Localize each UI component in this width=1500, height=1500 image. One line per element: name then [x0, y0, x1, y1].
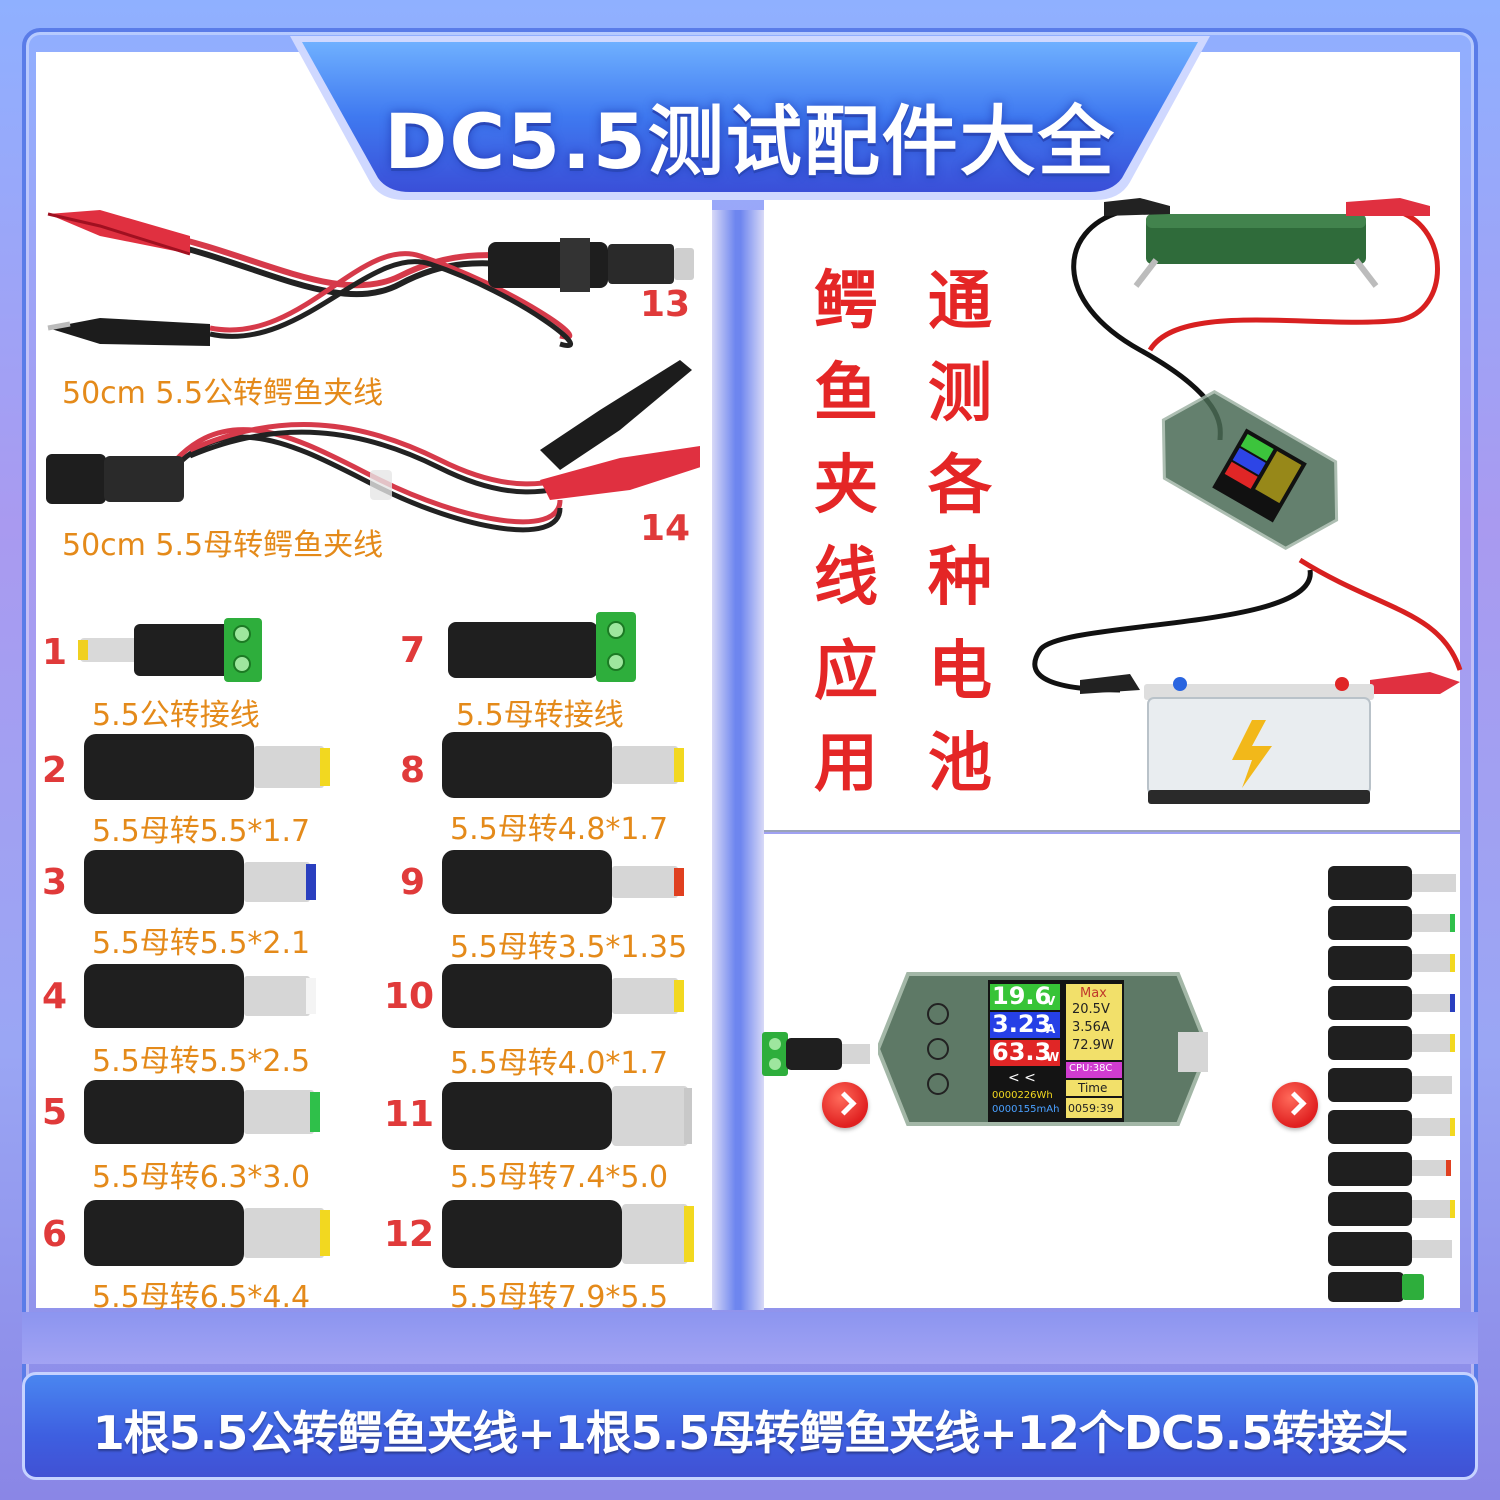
adapter-number-8: 8 [400, 750, 426, 791]
bottom-summary-text: 1根5.5公转鳄鱼夹线+1根5.5母转鳄鱼夹线+12个DC5.5转接头 [92, 1406, 1409, 1460]
usb-meter: 19.6 3.23 63.3 V A W Max 20.5V 3.56A 72.… [878, 944, 1208, 1154]
page-title: DC5.5测试配件大全 [384, 97, 1116, 186]
vertical-char: 用 [814, 727, 878, 801]
horizontal-divider [764, 830, 1460, 832]
vertical-char: 种 [928, 541, 992, 615]
adapter-9-image [442, 850, 684, 914]
adapter-2-image [84, 734, 330, 800]
meter-time-label: Time [1078, 1081, 1108, 1095]
vertical-char: 鳄 [814, 265, 878, 339]
adapter-label-2: 5.5母转5.5*1.7 [92, 814, 311, 849]
meter-arrows: < < [1008, 1070, 1036, 1086]
cable-label-13: 50cm 5.5公转鳄鱼夹线 [62, 376, 384, 411]
female-alligator-cable [46, 360, 700, 533]
adapter-label-10: 5.5母转4.0*1.7 [450, 1046, 669, 1081]
meter-body [878, 972, 1208, 1126]
vertical-char: 夹 [814, 449, 878, 523]
adapter-3-image [84, 850, 316, 914]
adapter-number-6: 6 [42, 1214, 68, 1255]
adapter-5-image [84, 1080, 320, 1144]
meter-cpu: CPU:38C [1069, 1063, 1113, 1074]
meter-power: 63.3 [992, 1038, 1052, 1066]
adapter-12-image [442, 1200, 694, 1268]
adapter-label-5: 5.5母转6.3*3.0 [92, 1160, 311, 1195]
title-banner: DC5.5测试配件大全 [290, 32, 1210, 208]
adapter-11-image [442, 1082, 692, 1150]
vertical-char: 测 [928, 357, 992, 431]
adapter-label-6: 5.5母转6.5*4.4 [92, 1280, 311, 1315]
cable-label-14: 50cm 5.5母转鳄鱼夹线 [62, 528, 384, 563]
cable-number-13: 13 [640, 284, 691, 325]
adapter-label-7: 5.5母转接线 [456, 698, 624, 733]
vertical-divider [712, 210, 764, 1310]
arrow-right-icon [1272, 1082, 1318, 1128]
meter-voltage: 19.6 [992, 982, 1052, 1010]
vertical-char: 线 [814, 541, 878, 615]
adapter-number-10: 10 [384, 976, 435, 1017]
adapter-number-2: 2 [42, 750, 68, 791]
meter-max-a: 3.56A [1072, 1020, 1110, 1035]
vertical-char: 鱼 [814, 357, 878, 431]
bottom-strip [22, 1312, 1478, 1364]
adapter-number-7: 7 [400, 630, 426, 671]
meter-max-label: Max [1080, 986, 1107, 1001]
adapter-number-12: 12 [384, 1214, 435, 1255]
adapter-number-9: 9 [400, 862, 426, 903]
adapter-label-8: 5.5母转4.8*1.7 [450, 812, 669, 847]
vertical-char: 通 [928, 265, 992, 339]
adapter-10-image [442, 964, 684, 1028]
adapter-4-image [84, 964, 316, 1028]
meter-mah: 0000155mAh [992, 1104, 1060, 1115]
arrow-right-icon [822, 1082, 868, 1128]
meter-voltage-unit: V [1046, 994, 1056, 1008]
vertical-char: 应 [814, 635, 878, 709]
adapter-label-9: 5.5母转3.5*1.35 [450, 930, 688, 965]
bottom-banner: 1根5.5公转鳄鱼夹线+1根5.5母转鳄鱼夹线+12个DC5.5转接头 [22, 1372, 1478, 1480]
meter-current: 3.23 [992, 1010, 1052, 1038]
adapter-label-4: 5.5母转5.5*2.5 [92, 1044, 311, 1079]
adapter-stack [1328, 866, 1456, 1302]
adapter-label-12: 5.5母转7.9*5.5 [450, 1280, 669, 1315]
adapter-6-image [84, 1200, 330, 1266]
adapter-number-3: 3 [42, 862, 68, 903]
adapter-label-1: 5.5公转接线 [92, 698, 260, 733]
adapter-8-image [442, 732, 684, 798]
title-banner-shape [290, 36, 1210, 200]
terminal-adapter-image [762, 1032, 870, 1076]
meter-max-v: 20.5V [1072, 1002, 1110, 1017]
adapter-number-5: 5 [42, 1092, 68, 1133]
adapter-number-1: 1 [42, 632, 68, 673]
vertical-char: 各 [928, 449, 992, 523]
battery-test-diagram [1032, 198, 1463, 804]
meter-power-unit: W [1046, 1050, 1060, 1064]
meter-time-value: 0059:39 [1068, 1102, 1114, 1115]
meter-max-w: 72.9W [1072, 1038, 1114, 1053]
cable-number-14: 14 [640, 508, 691, 549]
meter-wh: 0000226Wh [992, 1090, 1053, 1101]
vertical-char: 电 [928, 635, 992, 709]
adapter-number-11: 11 [384, 1094, 435, 1135]
meter-current-unit: A [1046, 1022, 1056, 1036]
vertical-char: 池 [928, 727, 992, 801]
adapter-label-3: 5.5母转5.5*2.1 [92, 926, 311, 961]
adapter-7-image [448, 612, 636, 682]
adapter-label-11: 5.5母转7.4*5.0 [450, 1160, 669, 1195]
adapter-number-4: 4 [42, 976, 68, 1017]
male-alligator-cable [47, 210, 694, 348]
adapter-1-image [78, 618, 262, 682]
